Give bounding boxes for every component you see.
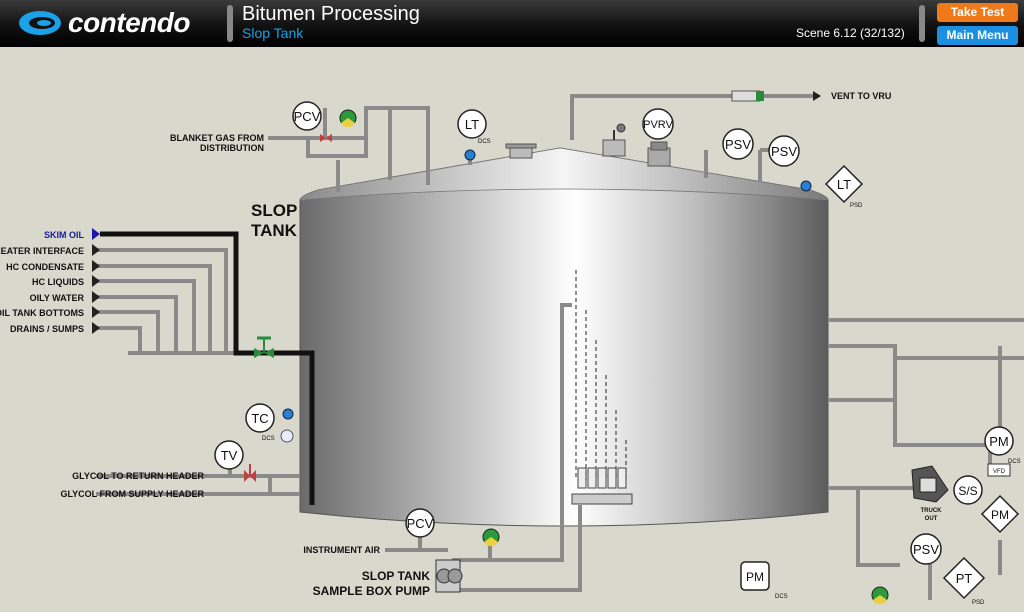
truck-label-2: OUT <box>925 516 938 522</box>
svg-text:PSV: PSV <box>913 542 939 557</box>
instrument-pm-vfd[interactable]: PM DCS <box>984 426 1021 465</box>
instrument-pcv-blanket[interactable]: PCV <box>292 101 322 131</box>
blanket-pcv-valve-icon <box>320 134 332 142</box>
instrument-pcv-air[interactable]: PCV <box>405 508 435 538</box>
page-subtitle: Slop Tank <box>242 25 304 41</box>
svg-text:LT: LT <box>465 117 479 132</box>
svg-text:TV: TV <box>221 448 238 463</box>
svg-text:PVRV: PVRV <box>643 119 673 131</box>
instrument-pt-psd[interactable]: PT PSD <box>942 556 986 606</box>
header-divider <box>227 5 233 42</box>
pump-label-2: SAMPLE BOX PUMP <box>313 584 430 598</box>
instrument-psv-1[interactable]: PSV <box>722 128 754 160</box>
svg-text:DCS: DCS <box>478 139 491 145</box>
instrument-pvrv[interactable]: PVRV <box>642 108 674 140</box>
blanket-gas-label-1: BLANKET GAS FROM <box>170 133 264 143</box>
svg-text:LT: LT <box>837 177 851 192</box>
tank-title-line1: SLOP <box>251 201 297 220</box>
page-title: Bitumen Processing <box>242 3 420 25</box>
inlet-label-drains-sumps: DRAINS / SUMPS <box>10 324 84 334</box>
brand-name: contendo <box>68 7 191 38</box>
vfd-box: VFD <box>987 463 1011 477</box>
lt-psd-transmitter-icon <box>800 180 812 192</box>
svg-text:DCS: DCS <box>1008 459 1021 465</box>
pump-label-1: SLOP TANK <box>362 569 431 583</box>
svg-text:DCS: DCS <box>775 594 788 600</box>
instrument-tv[interactable]: TV <box>214 440 244 470</box>
tv-valve-icon <box>244 464 256 482</box>
lt-dcs-transmitter-icon <box>464 149 476 161</box>
glycol-return-label: GLYCOL TO RETURN HEADER <box>72 471 204 481</box>
truck-out-connection[interactable] <box>911 465 949 503</box>
svg-text:PSV: PSV <box>725 137 751 152</box>
svg-text:PCV: PCV <box>294 109 321 124</box>
svg-text:PM: PM <box>989 434 1009 449</box>
svg-text:PCV: PCV <box>407 516 434 531</box>
header-divider-right <box>919 5 925 42</box>
skim-oil-line <box>100 231 315 505</box>
header-bar: contendo Bitumen Processing Slop Tank Sc… <box>0 0 1024 47</box>
truck-label-1: TRUCK <box>921 508 943 514</box>
svg-text:PM: PM <box>991 508 1009 522</box>
take-test-button[interactable]: Take Test <box>937 3 1018 22</box>
instrument-tc[interactable]: TC DCS <box>245 403 275 442</box>
tank-title-line2: TANK <box>251 221 298 240</box>
pump-discharge-gauge-icon <box>871 586 889 605</box>
svg-text:S/S: S/S <box>958 484 977 498</box>
instrument-air-label: INSTRUMENT AIR <box>303 545 380 555</box>
svg-text:PM: PM <box>746 570 764 584</box>
glycol-supply-label: GLYCOL FROM SUPPLY HEADER <box>60 489 204 499</box>
contendo-logo: contendo <box>18 6 191 40</box>
svg-text:DCS: DCS <box>262 436 275 442</box>
roof-nozzles <box>505 123 671 167</box>
vent-arrow-icon <box>813 91 821 101</box>
svg-text:TC: TC <box>251 411 268 426</box>
instrument-pm-psd[interactable]: PM <box>980 494 1020 534</box>
svg-text:VFD: VFD <box>993 469 1006 475</box>
inlet-label-oily-water: OILY WATER <box>30 293 85 303</box>
vent-valve-icon <box>756 91 764 101</box>
instrument-lt-dcs[interactable]: LT DCS <box>457 109 491 145</box>
svg-text:PSD: PSD <box>972 600 985 606</box>
main-menu-button[interactable]: Main Menu <box>937 26 1018 45</box>
svg-text:PT: PT <box>956 571 973 586</box>
instrument-psv-3[interactable]: PSV <box>910 533 942 565</box>
svg-text:PSD: PSD <box>850 203 863 209</box>
blanket-gauge-icon <box>339 109 357 128</box>
svg-text:PSV: PSV <box>771 144 797 159</box>
blanket-gas-label-2: DISTRIBUTION <box>200 143 264 153</box>
inlet-label-skim-oil: SKIM OIL <box>44 230 85 240</box>
contendo-swoosh-icon <box>19 11 61 35</box>
instrument-ss[interactable]: S/S <box>953 475 983 505</box>
scene-counter: Scene 6.12 (32/132) <box>796 26 905 40</box>
instrument-pm-dcs[interactable]: PM DCS <box>740 561 788 600</box>
inlet-arrows <box>92 228 100 334</box>
skim-oil-valve[interactable] <box>254 336 274 358</box>
vent-flame-arrester <box>731 90 761 102</box>
inlet-label-oil-tank-bottoms: OIL TANK BOTTOMS <box>0 308 84 318</box>
tc-transmitter-icon <box>280 408 294 443</box>
vent-label: VENT TO VRU <box>831 91 891 101</box>
inlet-label-hc-liquids: HC LIQUIDS <box>32 277 84 287</box>
instrument-psv-2[interactable]: PSV <box>768 135 800 167</box>
inlet-label-hc-condensate: HC CONDENSATE <box>6 262 84 272</box>
sample-manifold <box>571 467 633 505</box>
process-diagram: SLOP TANK <box>0 90 1024 606</box>
sample-box-pump[interactable] <box>435 559 463 593</box>
air-gauge-icon <box>482 528 500 547</box>
inlet-label-treater-interface: TREATER INTERFACE <box>0 246 84 256</box>
instrument-lt-psd[interactable]: LT PSD <box>824 164 864 209</box>
